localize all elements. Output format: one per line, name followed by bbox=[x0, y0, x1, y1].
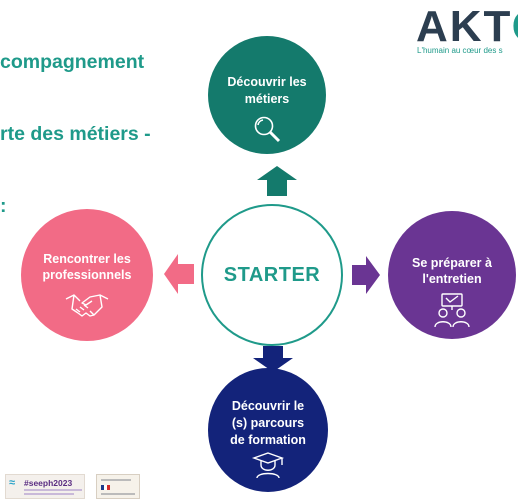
magnifier-icon bbox=[254, 116, 281, 143]
title-line-1: compagnement bbox=[0, 51, 145, 73]
circle-preparer-entretien: Se préparer à l'entretien bbox=[388, 211, 516, 339]
logo-wordmark: AKTO bbox=[416, 6, 518, 52]
right-label-line-1: Se préparer à bbox=[412, 256, 492, 270]
left-label-line-1: Rencontrer les bbox=[43, 252, 131, 266]
government-badge bbox=[96, 474, 140, 499]
flag-blue bbox=[101, 485, 104, 490]
flag-white bbox=[104, 485, 107, 490]
badge-line bbox=[24, 493, 74, 495]
logo-tagline: L'humain au cœur des s bbox=[417, 46, 503, 55]
badge-line bbox=[101, 493, 135, 495]
circle-decouvrir-metiers: Découvrir les métiers bbox=[208, 36, 326, 154]
interview-icon bbox=[434, 293, 470, 328]
title-line-3: : bbox=[0, 195, 7, 217]
seeph-badge-label: #seeph2023 bbox=[24, 478, 73, 488]
badge-line bbox=[24, 489, 82, 491]
graduate-icon bbox=[251, 452, 285, 478]
center-label: STARTER bbox=[223, 263, 321, 286]
arrow-down bbox=[253, 346, 293, 372]
slide-title: compagnement rte des métiers - : bbox=[0, 2, 151, 242]
center-circle-starter: STARTER bbox=[201, 204, 343, 346]
circle-rencontrer-professionnels: Rencontrer les professionnels bbox=[21, 209, 153, 341]
badge-line bbox=[101, 479, 131, 481]
top-label-line-2: métiers bbox=[244, 92, 290, 106]
flag-red bbox=[107, 485, 110, 490]
bottom-label-line-3: de formation bbox=[230, 433, 306, 447]
arrow-left bbox=[164, 254, 194, 294]
bottom-label-line-1: Découvrir le bbox=[231, 399, 305, 413]
right-label-line-2: l'entretien bbox=[422, 272, 482, 286]
logo-word-accent: O bbox=[512, 6, 518, 51]
logo-word-main: AKT bbox=[416, 6, 512, 51]
circle-decouvrir-parcours-formation: Découvrir le (s) parcours de formation bbox=[208, 368, 328, 492]
badge-mark-icon: ≈ bbox=[9, 477, 16, 489]
seeph-badge: ≈ #seeph2023 bbox=[5, 474, 85, 499]
bottom-label-line-2: (s) parcours bbox=[231, 416, 305, 430]
top-label-line-1: Découvrir les bbox=[227, 75, 307, 89]
title-line-2: rte des métiers - bbox=[0, 123, 151, 145]
handshake-icon bbox=[65, 294, 109, 317]
arrow-up bbox=[257, 166, 297, 196]
left-label-line-2: professionnels bbox=[42, 268, 132, 282]
akto-logo: AKTO L'humain au cœur des s bbox=[414, 6, 518, 58]
arrow-right bbox=[352, 256, 380, 294]
